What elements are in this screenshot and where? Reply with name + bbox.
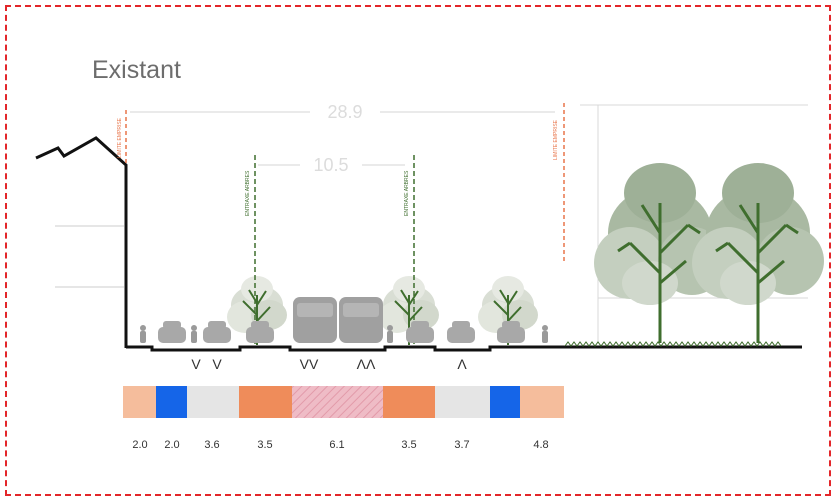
building-outline <box>35 136 128 348</box>
band-sidewalk <box>123 386 156 418</box>
limit-label-left: LIMITE EMPRISE <box>117 117 123 158</box>
band-width-label: 3.6 <box>204 439 219 451</box>
band-road <box>187 386 239 418</box>
tree-axis-label-right: ENTRAXE ARBRES <box>404 170 410 216</box>
band-bike <box>156 386 187 418</box>
lane-arrow: V <box>191 356 201 372</box>
lane-arrow: VV <box>300 356 319 372</box>
car <box>447 321 475 343</box>
large-tree <box>690 161 826 345</box>
ground-line <box>126 345 802 352</box>
band-parking <box>383 386 435 418</box>
car <box>158 321 186 343</box>
band-road <box>435 386 490 418</box>
section-frame <box>5 5 831 496</box>
band-bike <box>490 386 520 418</box>
limit-label-right: LIMITE EMPRISE <box>553 119 559 160</box>
band-width-label: 2.0 <box>164 439 179 451</box>
pedestrian <box>387 325 393 343</box>
pedestrian <box>191 325 197 343</box>
bus <box>339 297 383 343</box>
band-width-label: 3.5 <box>257 439 272 451</box>
lane-arrow: Λ <box>457 356 467 372</box>
band-sidewalk <box>520 386 564 418</box>
band-median <box>292 386 383 418</box>
grass <box>564 341 782 347</box>
band-width-label: 4.8 <box>533 439 548 451</box>
pedestrian <box>542 325 548 343</box>
band-width-label: 2.0 <box>132 439 147 451</box>
band-width-label: 6.1 <box>329 439 344 451</box>
lane-arrow: ΛΛ <box>357 356 376 372</box>
bus <box>293 297 337 343</box>
overall-dimension-label: 28.9 <box>327 102 362 122</box>
band-width-label: 3.5 <box>401 439 416 451</box>
band-parking <box>239 386 292 418</box>
section-title: Existant <box>92 56 181 84</box>
car <box>203 321 231 343</box>
pedestrian <box>140 325 146 343</box>
tree-dimension-label: 10.5 <box>313 155 348 175</box>
band-width-label: 3.7 <box>454 439 469 451</box>
lane-arrow: V <box>212 356 222 372</box>
tree-axis-label-left: ENTRAXE ARBRES <box>245 170 251 216</box>
